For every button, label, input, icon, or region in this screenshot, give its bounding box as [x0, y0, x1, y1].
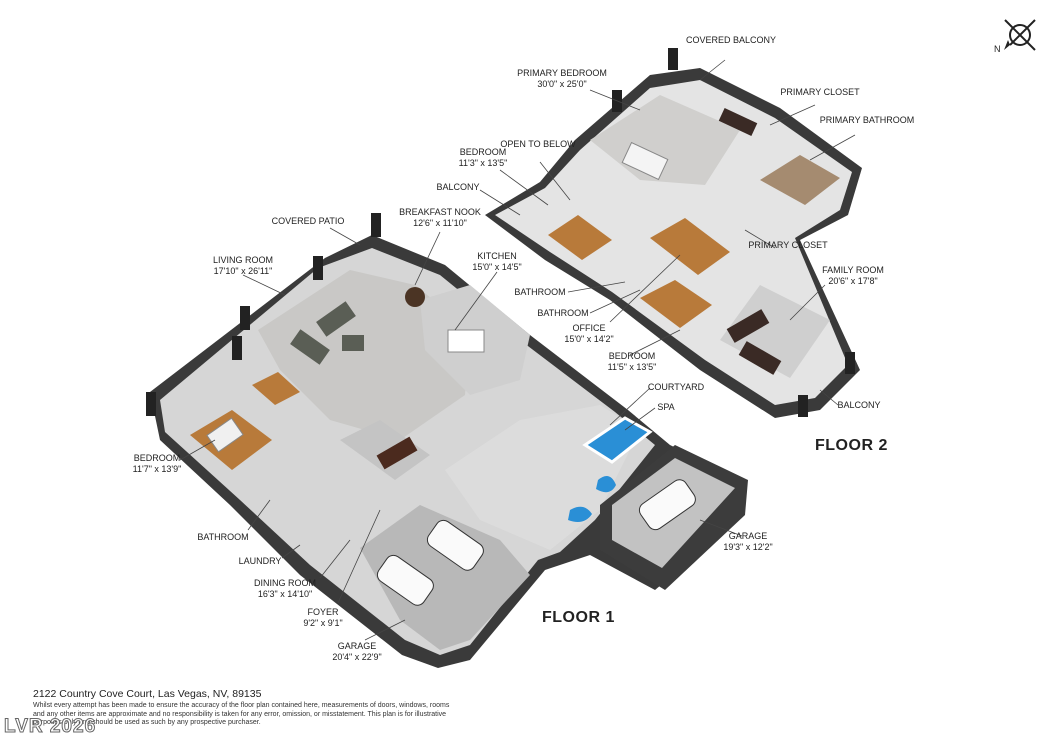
speaker-icon — [668, 48, 678, 70]
floor-2-leader-lines — [479, 59, 856, 406]
sofa-icon — [738, 341, 782, 375]
sofa-icon — [726, 309, 770, 343]
sofa-icon — [316, 301, 356, 337]
speaker-icon — [798, 395, 808, 417]
room-label-bathroom-2: BATHROOM — [514, 287, 566, 297]
office-floor — [650, 218, 730, 275]
room-label-bathroom-1: BATHROOM — [197, 532, 249, 542]
dining-table-icon — [376, 436, 418, 470]
floor-1-plan — [146, 213, 748, 668]
floor-1-leader-lines — [179, 227, 743, 641]
room-label-bathroom-3: BATHROOM — [537, 308, 589, 318]
room-label-spa: SPA — [657, 402, 675, 412]
sofa-icon — [290, 329, 330, 365]
bed-icon — [621, 141, 669, 181]
closet-floor-1 — [252, 372, 300, 405]
room-label-covered-patio: COVERED PATIO — [271, 216, 345, 226]
room-label-primary-closet-2: PRIMARY CLOSET — [748, 240, 828, 250]
dining-floor — [340, 420, 430, 480]
car-icon — [426, 519, 484, 571]
watermark: LVR 2026 — [3, 716, 97, 738]
disclaimer-text: Whilst every attempt has been made to en… — [33, 702, 450, 726]
property-address: 2122 Country Cove Court, Las Vegas, NV, … — [33, 688, 262, 700]
bedroom-floor-2b — [640, 280, 712, 328]
living-room-floor — [258, 270, 470, 440]
car-icon — [376, 554, 434, 606]
floor-1-title: FLOOR 1 — [542, 609, 615, 626]
speaker-icon — [313, 256, 323, 280]
speaker-icon — [240, 306, 250, 330]
primary-bathroom-floor — [760, 155, 840, 205]
room-label-open-to-below: OPEN TO BELOW — [500, 139, 576, 149]
kitchen-island-icon — [447, 329, 485, 353]
car-icon — [638, 479, 696, 531]
speaker-icon — [146, 392, 156, 416]
sofa-icon — [718, 108, 758, 136]
speaker-icon — [232, 336, 242, 360]
compass-icon — [1004, 19, 1036, 51]
room-label-laundry: LAUNDRY — [238, 556, 282, 566]
room-label-balcony-2: BALCONY — [837, 400, 881, 410]
room-label-covered-balcony: COVERED BALCONY — [685, 35, 777, 45]
bedroom-floor-2a — [548, 215, 612, 260]
compass-north-label: N — [994, 44, 1001, 54]
water-feature — [568, 476, 616, 522]
room-label-primary-bathroom: PRIMARY BATHROOM — [819, 115, 915, 125]
room-label-primary-closet-1: PRIMARY CLOSET — [780, 87, 860, 97]
floor-2-plan — [479, 48, 862, 418]
bed-icon — [206, 417, 244, 453]
spa-pool — [582, 416, 653, 464]
room-label-courtyard: COURTYARD — [647, 382, 705, 392]
garage-1-floor — [360, 505, 530, 650]
room-label-balcony-1: BALCONY — [436, 182, 480, 192]
speaker-icon — [371, 213, 381, 237]
table-icon — [342, 335, 364, 351]
floor-2-title: FLOOR 2 — [815, 437, 888, 454]
nook-table-icon — [405, 287, 425, 307]
speaker-icon — [845, 352, 855, 374]
